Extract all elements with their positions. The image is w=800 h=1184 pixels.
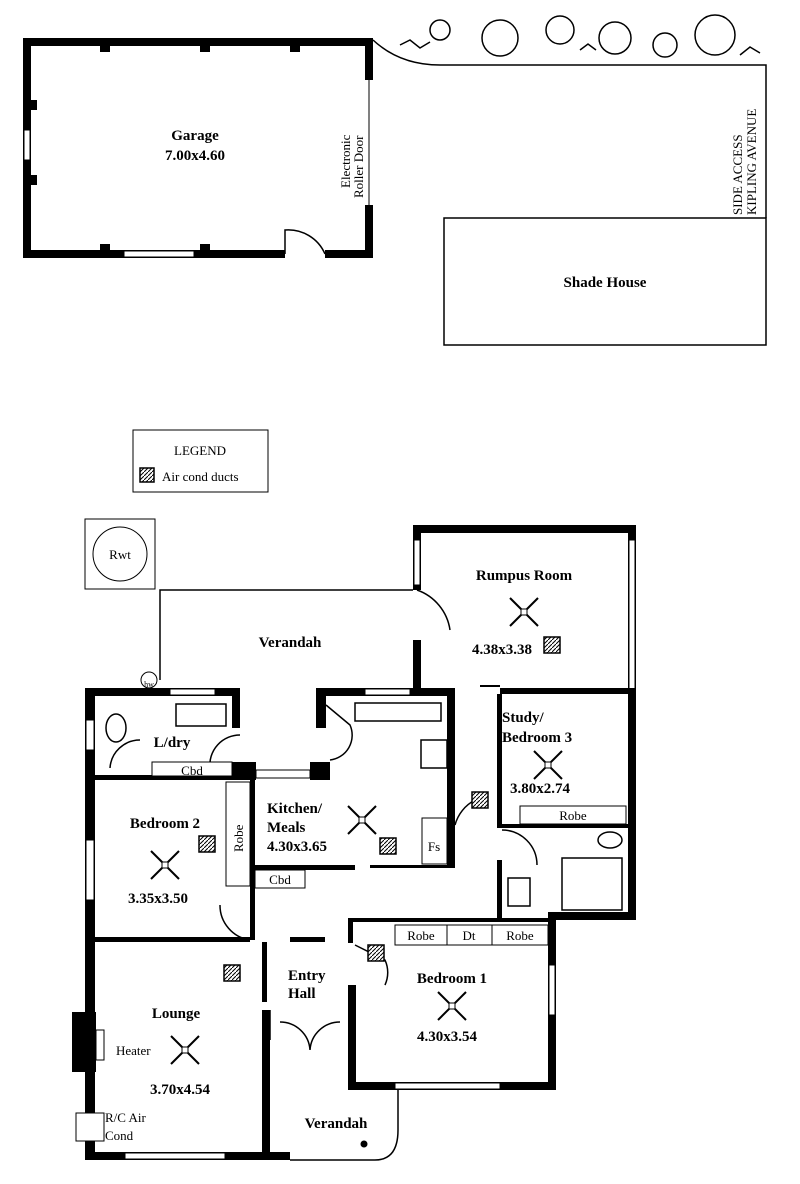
lounge-dims: 3.70x4.54: [150, 1082, 211, 1098]
study-dims: 3.80x2.74: [510, 781, 571, 797]
fridge-space-label: Fs: [428, 839, 440, 854]
bedroom1-dt: Dt: [463, 928, 476, 943]
ceiling-fan-icon: [509, 597, 539, 627]
garage-label: Garage: [171, 128, 219, 144]
kitchen-cbd-label: Cbd: [269, 872, 291, 887]
plant-icon: [545, 15, 575, 45]
laundry-label: L/dry: [154, 735, 191, 751]
duct-icon: [198, 835, 216, 853]
bedroom2-label: Bedroom 2: [130, 816, 200, 832]
legend-title: LEGEND: [174, 443, 226, 458]
verandah-front-label: Verandah: [305, 1116, 368, 1132]
duct-icon: [543, 636, 561, 654]
street-name-label: KIPLING AVENUE: [744, 109, 759, 215]
stove-icon: [420, 739, 448, 769]
duct-icon: [471, 791, 489, 809]
sink-icon: [354, 702, 442, 722]
rumpus-label: Rumpus Room: [476, 568, 573, 584]
shower-icon: [561, 857, 623, 911]
entry-label: Entry: [288, 968, 326, 984]
shade-house: Shade House: [443, 217, 767, 346]
duct-icon: [139, 467, 155, 483]
toilet-icon: [105, 713, 127, 743]
lounge: Lounge Heater 3.70x4.54 R/C Air Cond: [105, 964, 241, 1143]
plant-icon: [429, 19, 451, 41]
duct-icon: [367, 944, 385, 962]
study: Study/ Bedroom 3 3.80x2.74 Robe: [471, 710, 627, 911]
verandah-rear-label: Verandah: [259, 635, 322, 651]
study-label: Study/: [502, 710, 545, 726]
bedroom-1: Robe Dt Robe Bedroom 1 4.30x3.54: [367, 924, 549, 1045]
ceiling-fan-icon: [170, 1035, 200, 1065]
post-icon: [360, 1140, 368, 1148]
bedroom2-robe-label: Robe: [231, 824, 246, 852]
roller-door-label-1: Electronic: [338, 134, 353, 188]
plant-icon: [652, 32, 678, 58]
hot-water-label: hw: [144, 680, 154, 689]
duct-icon: [379, 837, 397, 855]
plant-icon: [694, 14, 736, 56]
rainwater-tank: Rwt: [84, 518, 156, 590]
bedroom1-robe-right: Robe: [506, 928, 534, 943]
heater-label: Heater: [116, 1043, 151, 1058]
laundry: Cbd L/dry: [105, 703, 233, 778]
toilet-icon: [507, 877, 531, 907]
legend: LEGEND Air cond ducts: [132, 429, 269, 493]
legend-item: Air cond ducts: [162, 469, 239, 484]
study-robe-label: Robe: [559, 808, 587, 823]
shade-house-label: Shade House: [564, 275, 647, 291]
rumpus-dims: 4.38x3.38: [472, 642, 532, 658]
ceiling-fan-icon: [437, 991, 467, 1021]
bedroom3-label: Bedroom 3: [502, 730, 572, 746]
garage: Garage 7.00x4.60 Electronic Roller Door: [23, 38, 373, 258]
roller-door-label-2: Roller Door: [351, 135, 366, 198]
lounge-label: Lounge: [152, 1006, 201, 1022]
bedroom2-dims: 3.35x3.50: [128, 891, 188, 907]
plant-icon: [598, 21, 632, 55]
kitchen-dims: 4.30x3.65: [267, 839, 327, 855]
plant-icon: [481, 19, 519, 57]
kitchen-label: Kitchen/: [267, 801, 323, 817]
kitchen: Fs Kitchen/ Meals 4.30x3.65 Cbd: [254, 702, 448, 889]
meals-label: Meals: [267, 820, 305, 836]
bedroom-2: Bedroom 2 3.35x3.50 Robe: [128, 781, 251, 907]
hall-label: Hall: [288, 986, 316, 1002]
bedroom1-robe-left: Robe: [407, 928, 435, 943]
tub-icon: [175, 703, 227, 727]
rumpus-room: Rumpus Room 4.38x3.38: [413, 525, 636, 915]
duct-icon: [223, 964, 241, 982]
basin-icon: [597, 831, 623, 849]
house-walls: [72, 688, 636, 1161]
bedroom1-dims: 4.30x3.54: [417, 1029, 478, 1045]
air-cond-label-2: Cond: [105, 1128, 134, 1143]
garden-fence: [372, 14, 767, 218]
ceiling-fan-icon: [150, 850, 180, 880]
ceiling-fan-icon: [533, 750, 563, 780]
garage-dims: 7.00x4.60: [165, 148, 225, 164]
side-access-label: SIDE ACCESS: [730, 134, 745, 215]
laundry-cbd-label: Cbd: [181, 763, 203, 778]
rwt-label: Rwt: [109, 547, 131, 562]
ceiling-fan-icon: [347, 805, 377, 835]
air-cond-label-1: R/C Air: [105, 1110, 146, 1125]
bedroom1-label: Bedroom 1: [417, 971, 487, 987]
